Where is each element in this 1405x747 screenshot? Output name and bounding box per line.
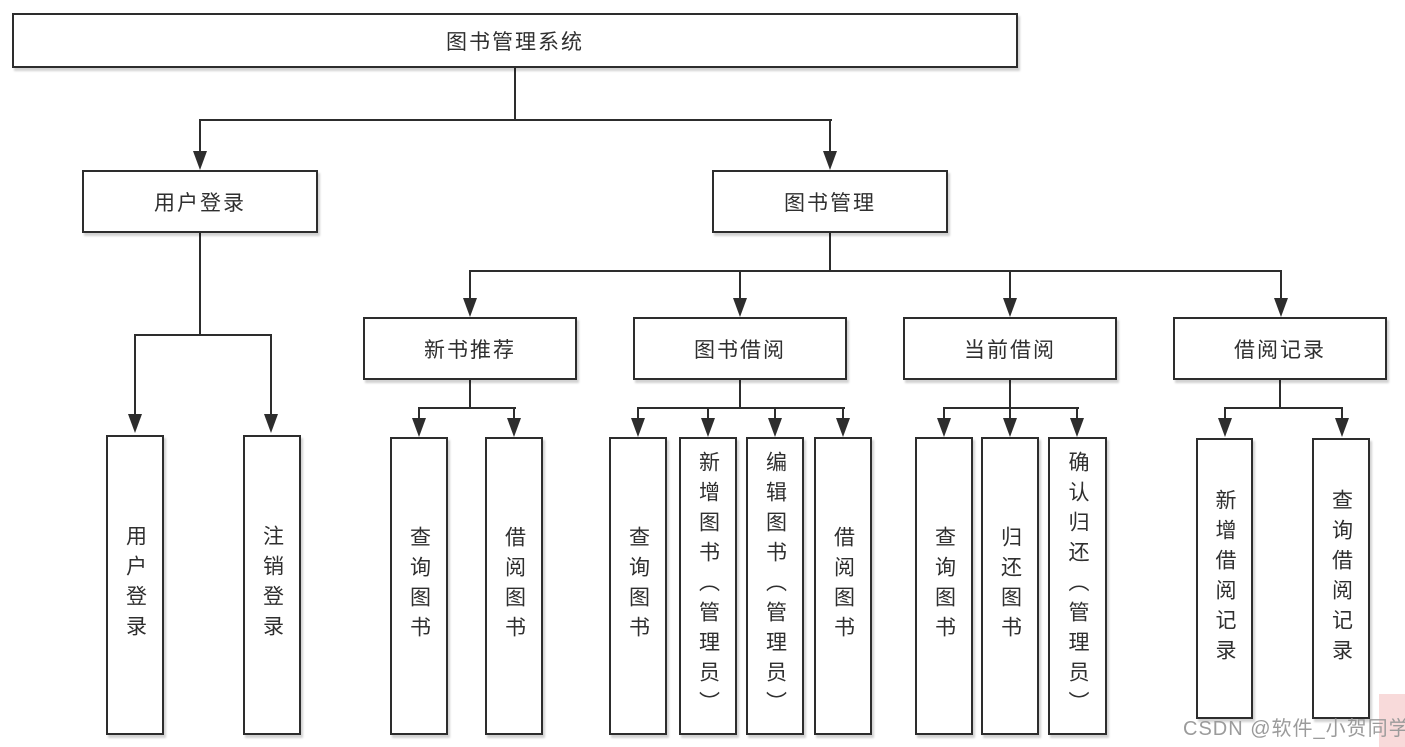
node-query-books-current: 查询图书 [915, 437, 973, 735]
node-label: 图书借阅 [694, 338, 786, 362]
connector-drop [1076, 407, 1078, 419]
connector-hbar [1224, 407, 1343, 409]
arrowhead-down-icon [412, 418, 426, 437]
connector-drop [774, 407, 776, 419]
connector-stem [739, 379, 741, 409]
node-label: 用户登录 [154, 191, 246, 215]
arrowhead-down-icon [1335, 418, 1349, 437]
connector-drop [739, 270, 741, 299]
node-label: 确认归还（管理员） [1066, 451, 1089, 721]
connector-hbar [637, 407, 845, 409]
node-label: 查询借阅记录 [1329, 488, 1353, 669]
node-label: 查询图书 [626, 526, 650, 646]
connector-root-stem [514, 67, 516, 121]
node-label: 查询图书 [932, 526, 956, 646]
connector-drop [469, 270, 471, 299]
node-label: 图书管理 [784, 191, 876, 215]
arrowhead-down-icon [733, 298, 747, 317]
connector-hbar [943, 407, 1079, 409]
node-label: 当前借阅 [964, 338, 1056, 362]
connector-stem [469, 379, 471, 409]
connector-drop [1224, 407, 1226, 419]
node-label: 注销登录 [260, 525, 284, 645]
connector-drop [943, 407, 945, 419]
watermark-highlight [1379, 694, 1405, 747]
node-label: 新书推荐 [424, 338, 516, 362]
arrowhead-down-icon [1070, 418, 1084, 437]
connector-drop [513, 407, 515, 419]
connector-drop [842, 407, 844, 419]
node-borrow-books-leaf: 借阅图书 [814, 437, 872, 735]
arrowhead-down-icon [463, 298, 477, 317]
node-label: 借阅图书 [502, 526, 526, 646]
connector-bookmgmt-drop [829, 119, 831, 152]
arrowhead-down-icon [1218, 418, 1232, 437]
connector-drop [637, 407, 639, 419]
node-borrow-record: 借阅记录 [1173, 317, 1387, 380]
arrowhead-down-icon [507, 418, 521, 437]
connector-userlogin-stem [199, 232, 201, 336]
node-add-borrow-record: 新增借阅记录 [1196, 438, 1253, 719]
connector-bookmgmt-hbar [469, 270, 1282, 272]
arrowhead-down-icon [701, 418, 715, 437]
connector-drop [1009, 270, 1011, 299]
node-query-books-borrow: 查询图书 [609, 437, 667, 735]
connector-drop [707, 407, 709, 419]
node-label: 借阅记录 [1234, 338, 1326, 362]
arrowhead-down-icon [264, 414, 278, 433]
arrowhead-down-icon [1003, 418, 1017, 437]
node-add-books-admin: 新增图书（管理员） [679, 437, 737, 735]
arrowhead-down-icon [937, 418, 951, 437]
node-label: 用户登录 [123, 525, 147, 645]
arrowhead-down-icon [823, 151, 837, 170]
watermark-text: CSDN @软件_小贺同学 [1183, 718, 1405, 740]
connector-userlogin-hbar [134, 334, 272, 336]
node-label: 查询图书 [407, 526, 431, 646]
node-library-management-system: 图书管理系统 [12, 13, 1018, 68]
node-current-borrow: 当前借阅 [903, 317, 1117, 380]
node-book-management: 图书管理 [712, 170, 948, 233]
connector-drop [418, 407, 420, 419]
node-query-books-recommend: 查询图书 [390, 437, 448, 735]
connector-drop [270, 334, 272, 415]
node-label: 编辑图书（管理员） [763, 451, 787, 721]
node-user-login: 用户登录 [82, 170, 318, 233]
arrowhead-down-icon [1003, 298, 1017, 317]
node-borrow-books-recommend: 借阅图书 [485, 437, 543, 735]
node-book-borrow: 图书借阅 [633, 317, 847, 380]
arrowhead-down-icon [1274, 298, 1288, 317]
connector-userlogin-drop [199, 119, 201, 152]
connector-bookmgmt-stem [829, 232, 831, 272]
node-edit-books-admin: 编辑图书（管理员） [746, 437, 804, 735]
arrowhead-down-icon [631, 418, 645, 437]
connector-drop [134, 334, 136, 415]
node-label: 归还图书 [998, 526, 1022, 646]
arrowhead-down-icon [193, 151, 207, 170]
node-return-books: 归还图书 [981, 437, 1039, 735]
node-logout-leaf: 注销登录 [243, 435, 301, 735]
connector-drop [1280, 270, 1282, 299]
node-confirm-return-admin: 确认归还（管理员） [1048, 437, 1107, 735]
connector-hbar [418, 407, 516, 409]
connector-drop [1009, 407, 1011, 419]
arrowhead-down-icon [128, 414, 142, 433]
arrowhead-down-icon [768, 418, 782, 437]
connector-stem [1009, 379, 1011, 409]
node-label: 新增借阅记录 [1213, 488, 1236, 669]
arrowhead-down-icon [836, 418, 850, 437]
node-new-book-recommend: 新书推荐 [363, 317, 577, 380]
node-label: 借阅图书 [831, 526, 855, 646]
connector-root-hbar [199, 119, 832, 121]
node-label: 新增图书（管理员） [696, 451, 720, 721]
connector-drop [1341, 407, 1343, 419]
node-label: 图书管理系统 [446, 30, 584, 54]
node-query-borrow-record: 查询借阅记录 [1312, 438, 1370, 719]
node-user-login-leaf: 用户登录 [106, 435, 164, 735]
connector-stem [1279, 379, 1281, 409]
